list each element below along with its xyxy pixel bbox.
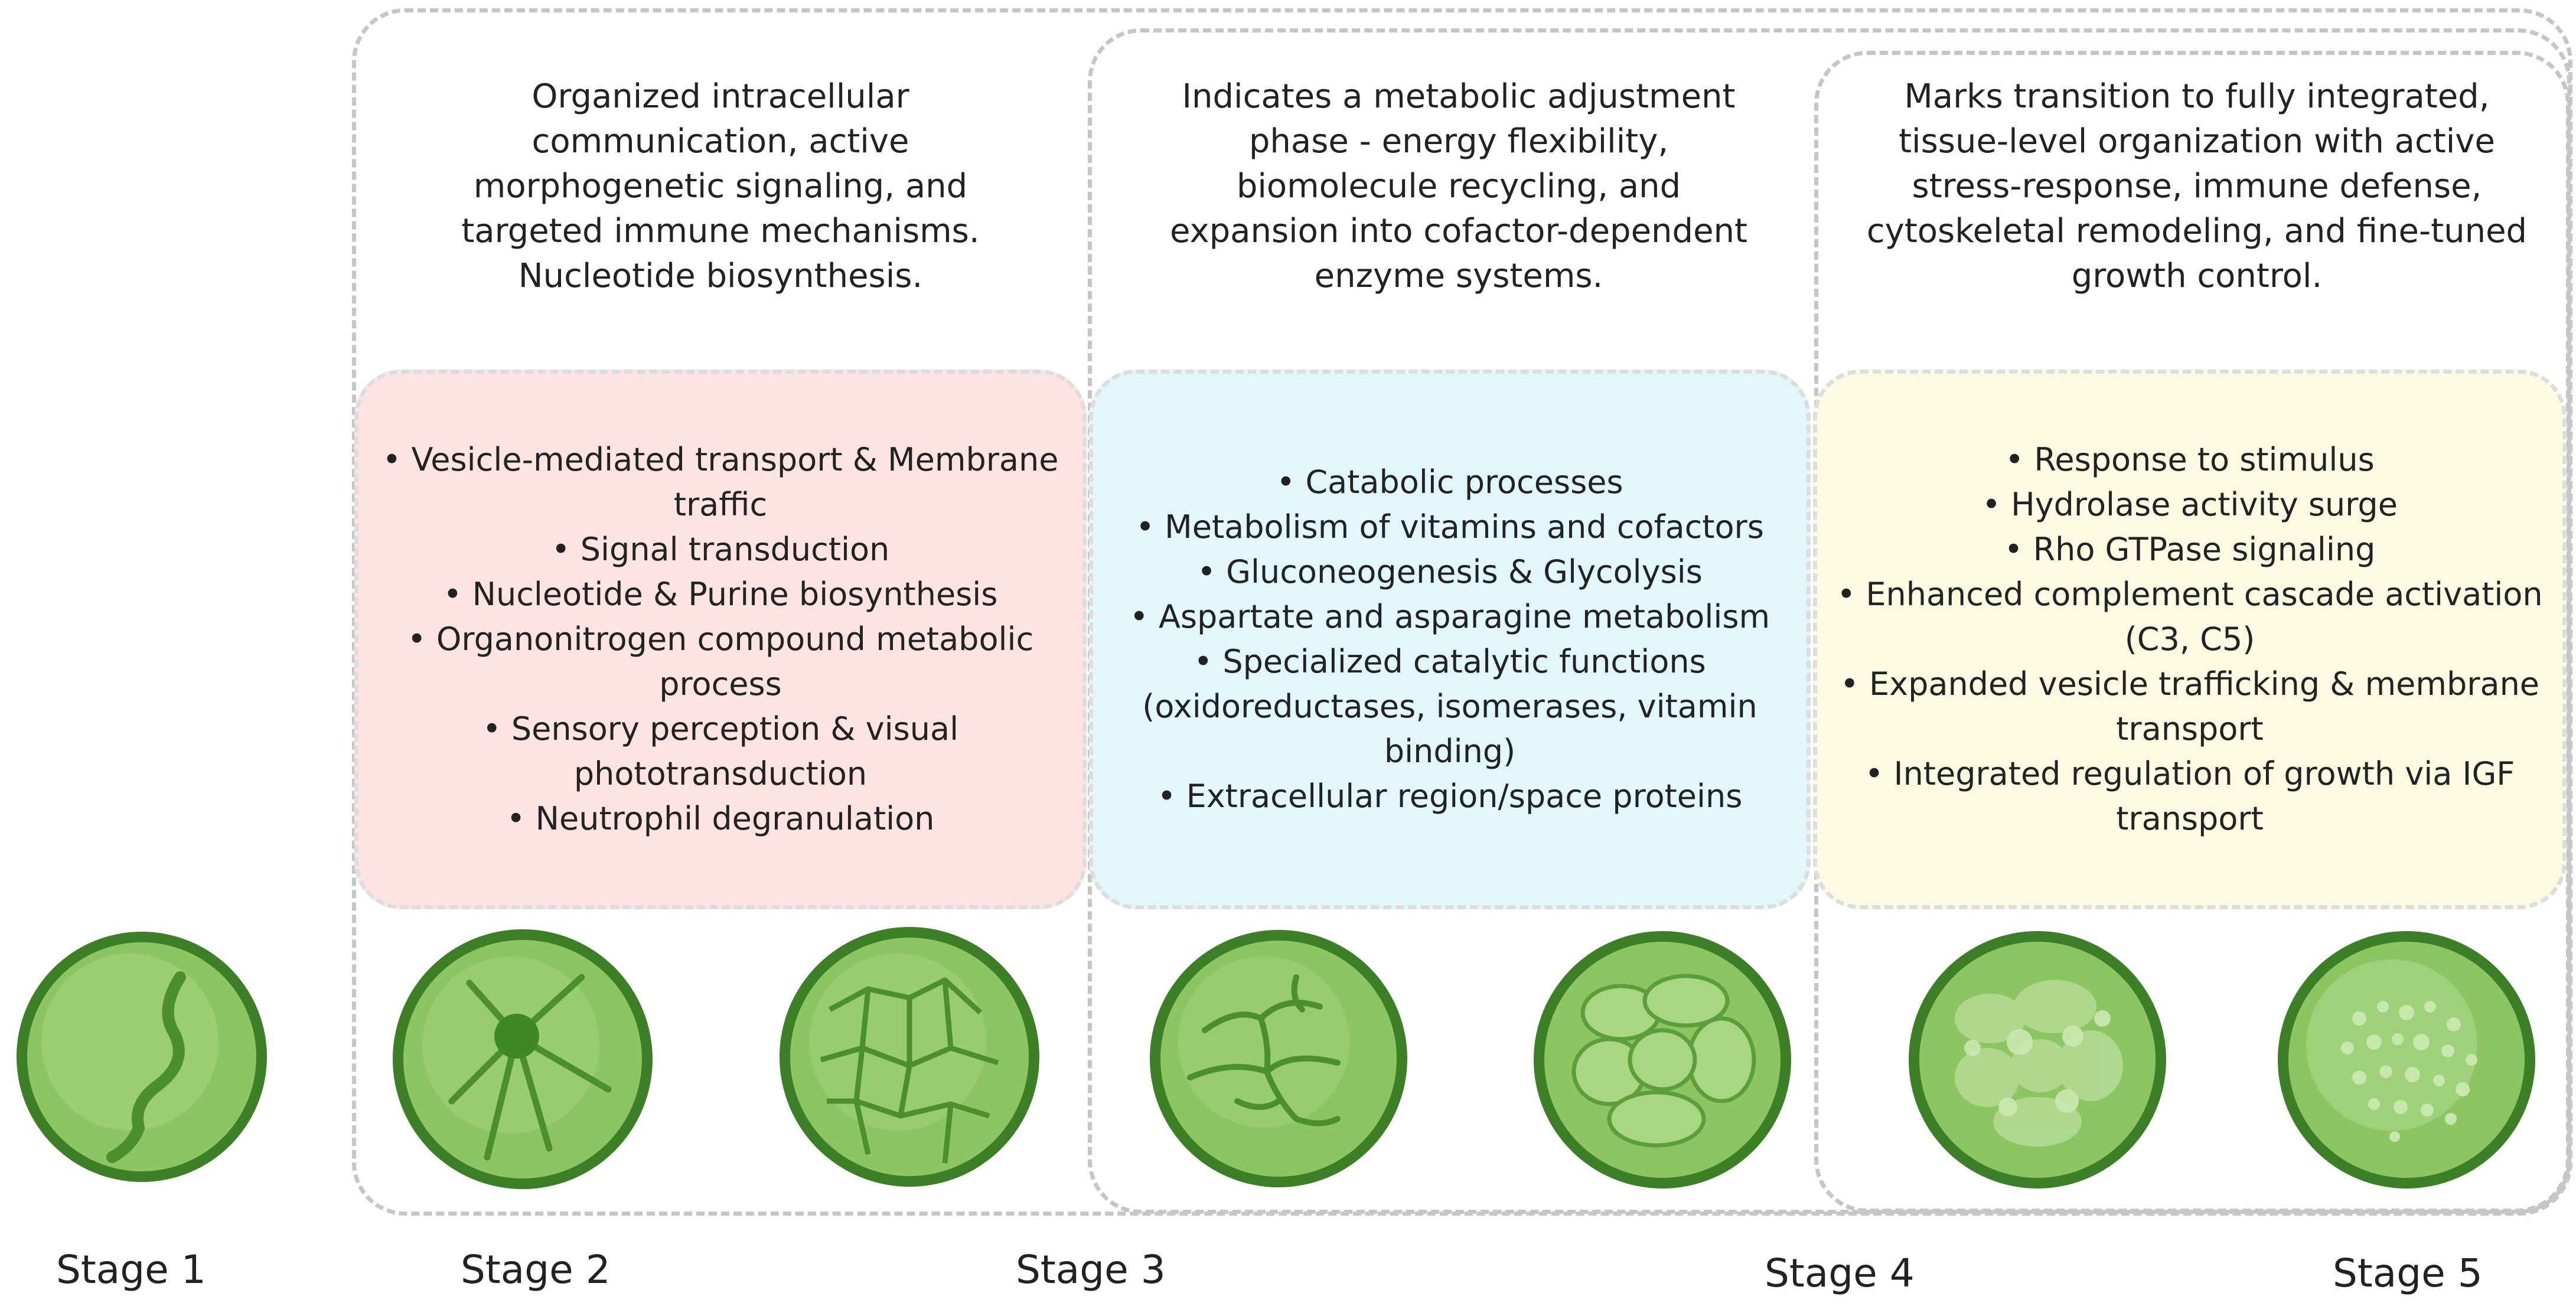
stage3a-cell-illustration xyxy=(1150,930,1407,1187)
stage2-feature-box: Vesicle-mediated transport & Membrane tr… xyxy=(354,370,1087,909)
stage-label-3: Stage 3 xyxy=(1016,1247,1166,1292)
feature-item: Catabolic processes xyxy=(1105,460,1795,505)
feature-item: Expanded vesicle trafficking & membrane … xyxy=(1829,662,2551,752)
stage2a-cell-illustration xyxy=(393,929,653,1189)
stage4-feature-list: Response to stimulus Hydrolase activity … xyxy=(1829,437,2551,841)
stage1-cell-illustration xyxy=(17,932,267,1182)
feature-item: Response to stimulus xyxy=(1829,437,2551,482)
feature-item: Gluconeogenesis & Glycolysis xyxy=(1105,550,1795,595)
stage3-description: Indicates a metabolic adjustment phase -… xyxy=(1169,77,1747,295)
stage-label-1: Stage 1 xyxy=(56,1247,206,1292)
stage-label-2: Stage 2 xyxy=(461,1247,611,1292)
feature-item: Nucleotide & Purine biosynthesis xyxy=(370,572,1071,617)
feature-item: Aspartate and asparagine metabolism xyxy=(1105,595,1795,639)
feature-item: Neutrophil degranulation xyxy=(370,796,1071,841)
stage4-feature-box: Response to stimulus Hydrolase activity … xyxy=(1813,370,2567,909)
feature-item: Signal transduction xyxy=(370,527,1071,572)
feature-item: Extracellular region/space proteins xyxy=(1105,774,1795,819)
feature-item: Specialized catalytic functions (oxidore… xyxy=(1105,639,1795,774)
feature-item: Organonitrogen compound metabolic proces… xyxy=(370,617,1071,707)
stage3-feature-list: Catabolic processes Metabolism of vitami… xyxy=(1105,460,1795,819)
feature-item: Enhanced complement cascade activation (… xyxy=(1829,572,2551,662)
stage3b-cell-illustration xyxy=(1534,931,1791,1189)
feature-item: Rho GTPase signaling xyxy=(1829,527,2551,572)
stage3-feature-box: Catabolic processes Metabolism of vitami… xyxy=(1089,370,1811,909)
stage2-feature-list: Vesicle-mediated transport & Membrane tr… xyxy=(370,437,1071,841)
stage4b-cell-illustration xyxy=(2278,931,2535,1189)
feature-item: Hydrolase activity surge xyxy=(1829,482,2551,527)
stage2-description: Organized intracellular communication, a… xyxy=(461,77,980,295)
feature-item: Integrated regulation of growth via IGF … xyxy=(1829,752,2551,841)
stage2b-cell-illustration xyxy=(780,927,1039,1187)
stage-label-5: Stage 5 xyxy=(2333,1251,2483,1296)
stage-label-4: Stage 4 xyxy=(1765,1251,1915,1296)
feature-item: Vesicle-mediated transport & Membrane tr… xyxy=(370,437,1071,527)
feature-item: Sensory perception & visual phototransdu… xyxy=(370,707,1071,796)
feature-item: Metabolism of vitamins and cofactors xyxy=(1105,505,1795,550)
stage4a-cell-illustration xyxy=(1909,931,2166,1189)
stage4-description: Marks transition to fully integrated, ti… xyxy=(1866,77,2528,295)
